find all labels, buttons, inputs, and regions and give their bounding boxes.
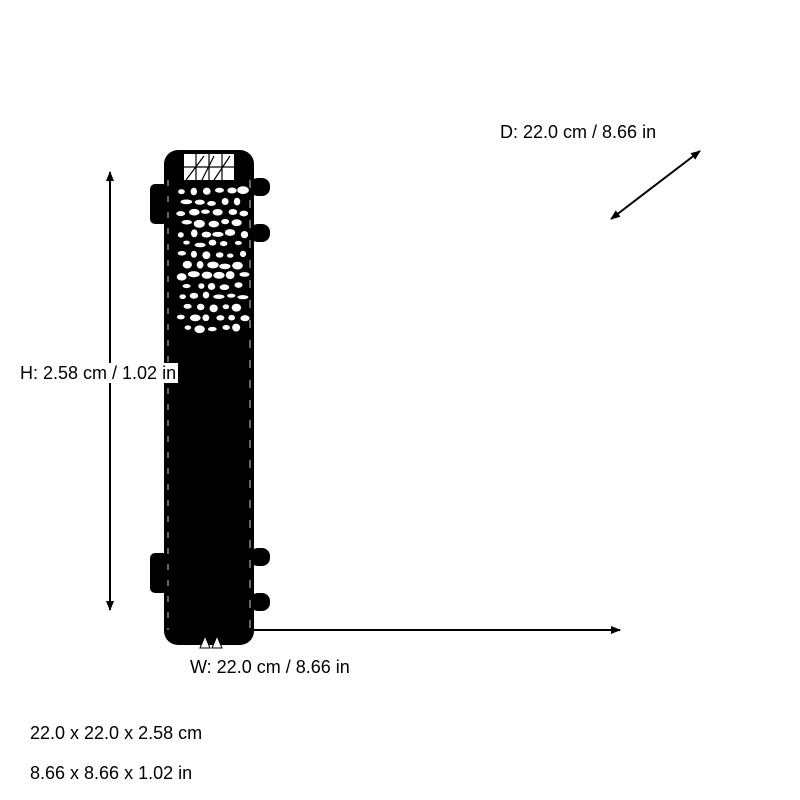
mesh-hole — [183, 240, 190, 245]
mesh-hole — [227, 293, 236, 298]
mesh-hole — [231, 303, 242, 312]
mesh-hole — [240, 230, 249, 239]
mesh-hole — [194, 242, 206, 248]
mesh-hole — [176, 314, 185, 320]
mesh-hole — [239, 250, 247, 258]
mesh-hole — [193, 219, 205, 228]
mesh-hole — [189, 292, 199, 299]
mesh-hole — [221, 197, 229, 206]
mesh-hole — [239, 272, 250, 277]
mesh-hole — [240, 315, 250, 322]
mesh-hole — [180, 199, 193, 205]
depth-arrow — [610, 150, 701, 220]
summary-in: 8.66 x 8.66 x 1.02 in — [30, 763, 193, 783]
mesh-hole — [208, 326, 217, 332]
mesh-hole — [234, 282, 243, 288]
mesh-hole — [237, 295, 249, 300]
mesh-hole — [233, 197, 241, 206]
mesh-hole — [231, 219, 242, 227]
mesh-hole — [226, 253, 234, 258]
mesh-hole — [184, 325, 192, 330]
mesh-hole — [202, 251, 211, 260]
mesh-hole — [209, 304, 218, 313]
mesh-hole — [213, 271, 225, 279]
mesh-hole — [228, 208, 238, 215]
mesh-hole — [196, 260, 204, 269]
mesh-hole — [190, 187, 198, 196]
mesh-hole — [202, 314, 210, 322]
mesh-hole — [219, 263, 231, 270]
mesh-hole — [208, 220, 220, 228]
mesh-hole — [198, 283, 205, 289]
mesh-hole — [207, 200, 216, 206]
model-render — [150, 150, 270, 649]
mesh-hole — [220, 240, 228, 247]
mesh-hole — [182, 260, 192, 269]
mesh-hole — [232, 323, 241, 332]
mesh-hole — [207, 282, 216, 290]
mesh-hole — [219, 284, 230, 291]
mesh-hole — [201, 231, 212, 238]
mesh-hole — [237, 186, 249, 195]
mesh-hole — [176, 211, 186, 217]
mesh-hole — [190, 229, 198, 238]
mesh-hole — [222, 304, 230, 310]
summary-cm: 22.0 x 22.0 x 2.58 cm — [30, 723, 203, 743]
mesh-hole — [239, 210, 249, 217]
mesh-hole — [194, 199, 205, 205]
mesh-hole — [222, 325, 230, 331]
mesh-hole — [187, 271, 200, 278]
mesh-hole — [189, 208, 200, 216]
mesh-hole — [212, 231, 224, 237]
mesh-hole — [213, 294, 225, 299]
mesh-hole — [221, 218, 230, 225]
mesh-hole — [181, 219, 193, 225]
mesh-hole — [176, 273, 187, 281]
depth-label: D: 22.0 cm / 8.66 in — [500, 122, 657, 142]
mesh-hole — [190, 250, 197, 258]
mesh-hole — [234, 240, 242, 245]
mesh-hole — [201, 271, 213, 279]
mesh-hole — [228, 314, 236, 321]
width-label: W: 22.0 cm / 8.66 in — [190, 657, 350, 677]
mesh-hole — [212, 208, 223, 216]
mesh-hole — [214, 187, 224, 193]
mesh-hole — [177, 251, 187, 256]
mesh-hole — [224, 229, 236, 236]
mesh-hole — [232, 261, 243, 270]
mesh-hole — [194, 325, 205, 334]
mesh-hole — [179, 294, 186, 300]
height-label: H: 2.58 cm / 1.02 in — [18, 363, 179, 383]
mesh-hole — [215, 252, 224, 258]
mesh-hole — [227, 187, 237, 194]
mesh-hole — [183, 303, 192, 309]
mesh-hole — [201, 209, 210, 214]
mesh-hole — [202, 291, 210, 299]
mesh-hole — [197, 303, 205, 311]
mesh-hole — [216, 315, 225, 321]
mesh-hole — [182, 284, 191, 289]
mesh-hole — [207, 261, 219, 269]
mesh-hole — [202, 187, 211, 195]
mesh-hole — [178, 189, 185, 195]
mesh-hole — [189, 314, 201, 322]
mesh-hole — [177, 232, 184, 238]
mesh-hole — [208, 239, 217, 246]
mesh-hole — [225, 271, 235, 280]
